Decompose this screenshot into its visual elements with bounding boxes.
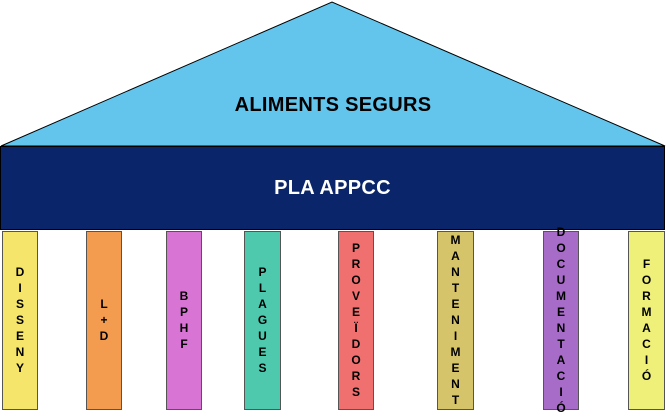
- beam-label: PLA APPCC: [274, 176, 391, 199]
- pillar-bphf: BPHF: [166, 231, 202, 410]
- pillar-plagues: PLAGUES: [244, 231, 281, 410]
- pillar-documentacio: DOCUMENTACIÓ: [543, 225, 579, 417]
- pillar-manteniment: MANTENIMENT: [437, 231, 474, 410]
- pillar-proveidors: PROVEÏDORS: [338, 231, 374, 410]
- roof-shape: [0, 1, 666, 147]
- pillar-label: PROVEÏDORS: [349, 240, 363, 401]
- pillar-label: DOCUMENTACIÓ: [554, 224, 568, 417]
- pillar-label: PLAGUES: [255, 264, 270, 377]
- pillar-l-d: L+D: [86, 231, 122, 410]
- pillar-label: L+D: [97, 296, 111, 345]
- pillar-label: DISSENY: [13, 264, 27, 377]
- roof-label: ALIMENTS SEGURS: [234, 94, 432, 116]
- pillar-disseny: DISSENY: [2, 231, 38, 410]
- pillar-label: FORMACIÓ: [639, 256, 654, 385]
- pillar-label: MANTENIMENT: [448, 232, 463, 409]
- beam: PLA APPCC: [0, 146, 665, 230]
- pillar-formacio: FORMACIÓ: [628, 231, 665, 410]
- pillar-label: BPHF: [177, 288, 191, 353]
- roof-triangle: [0, 1, 666, 147]
